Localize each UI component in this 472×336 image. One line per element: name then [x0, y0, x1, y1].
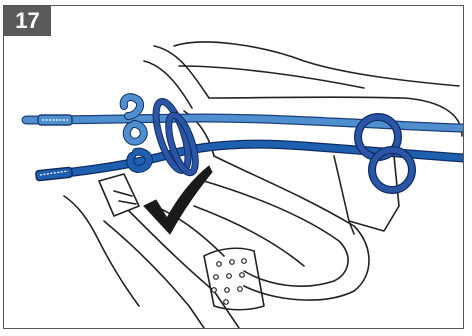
harness-knot-illustration [4, 6, 463, 328]
cord-knot [124, 97, 201, 176]
light-blue-cord-tip [38, 115, 72, 125]
instruction-step-frame: 17 [3, 5, 464, 329]
strap-perforations [212, 259, 247, 305]
dark-blue-cord-tip [36, 167, 73, 181]
check-mark-icon [144, 166, 212, 234]
